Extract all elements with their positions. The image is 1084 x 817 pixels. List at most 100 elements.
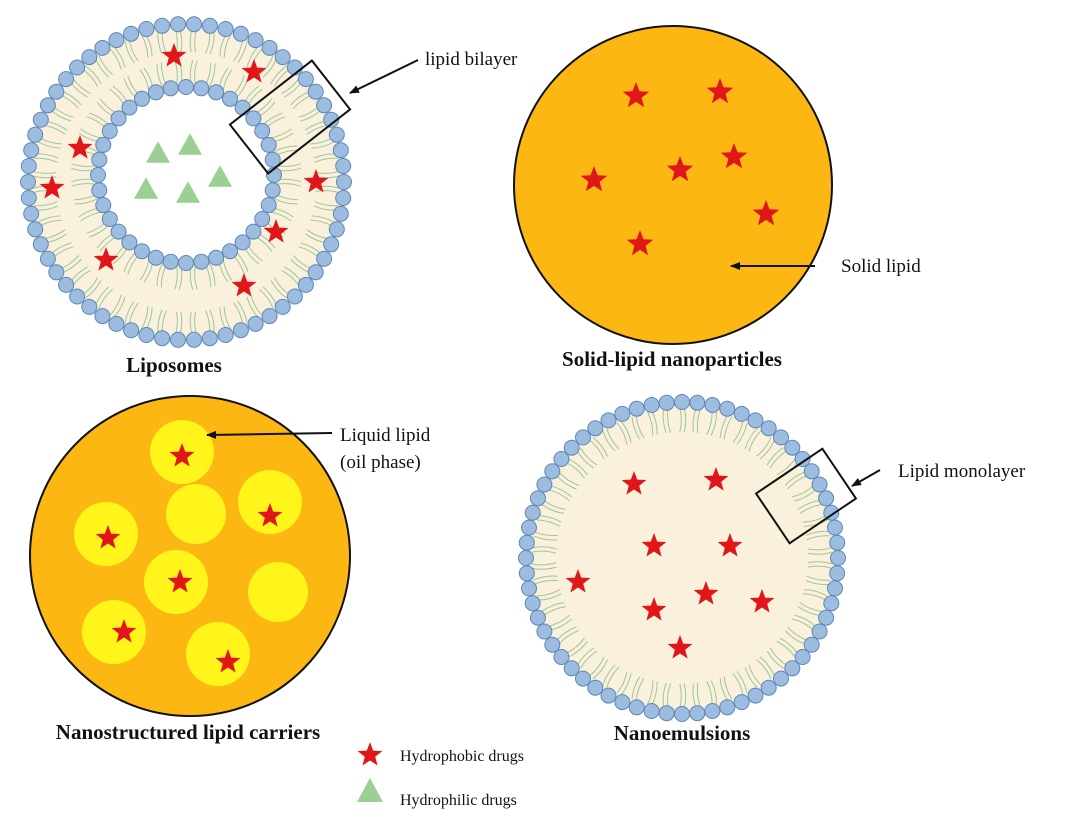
lipid-tail bbox=[84, 280, 102, 299]
lipid-tail bbox=[787, 626, 808, 641]
green-triangle-icon bbox=[176, 181, 200, 203]
lipid-tail bbox=[311, 141, 335, 149]
lipid-head bbox=[39, 97, 56, 114]
lipid-tail bbox=[536, 519, 561, 527]
lipid-tail bbox=[647, 680, 654, 705]
lipid-head bbox=[193, 253, 210, 270]
lipid-tail bbox=[270, 65, 288, 84]
lipid-tail bbox=[794, 489, 816, 502]
lipid-head bbox=[121, 99, 138, 116]
lipid-tail bbox=[616, 671, 628, 694]
lipid-tail bbox=[719, 414, 729, 438]
lipid-tail bbox=[71, 163, 96, 167]
lipid-tail bbox=[109, 294, 122, 317]
liquid-lipid-droplet bbox=[166, 484, 226, 544]
lipid-tail bbox=[616, 422, 628, 445]
lipid-tail bbox=[259, 54, 274, 76]
lipid-head bbox=[154, 330, 171, 347]
lipid-tail bbox=[558, 630, 580, 645]
lipid-head bbox=[518, 550, 534, 566]
nanoemulsion-diagram: Lipid monolayer Nanoemulsions bbox=[518, 394, 1026, 745]
lipid-head bbox=[658, 394, 675, 411]
lipid-tail bbox=[37, 141, 61, 149]
lipid-head bbox=[247, 315, 264, 332]
lipid-head bbox=[719, 699, 736, 716]
lipid-head bbox=[628, 699, 645, 716]
lipid-tail bbox=[696, 682, 701, 708]
lipid-head bbox=[101, 211, 118, 227]
lipid-head bbox=[332, 142, 349, 159]
lipid-head bbox=[138, 327, 155, 343]
lipid-tail bbox=[794, 614, 816, 627]
lipid-head bbox=[222, 90, 238, 107]
lipid-tail bbox=[270, 280, 288, 299]
lipid-head bbox=[234, 234, 251, 251]
green-triangle-icon bbox=[134, 177, 158, 199]
lipid-tail bbox=[679, 407, 682, 433]
sln-caption: Solid-lipid nanoparticles bbox=[562, 347, 782, 371]
lipid-tail bbox=[736, 671, 748, 694]
lipid-monolayer-label: Lipid monolayer bbox=[898, 461, 1026, 482]
lipid-head bbox=[563, 660, 580, 677]
lipid-head bbox=[286, 288, 303, 305]
lipid-tail bbox=[776, 640, 796, 658]
lipid-tail bbox=[568, 458, 588, 476]
lipid-head bbox=[121, 234, 138, 251]
legend: Hydrophobic drugs Hydrophilic drugs bbox=[357, 742, 524, 809]
lipid-head bbox=[614, 405, 631, 422]
lipid-head bbox=[544, 463, 561, 480]
lipid-head bbox=[245, 110, 262, 127]
lipid-head bbox=[829, 534, 846, 551]
lipid-tail bbox=[784, 630, 806, 645]
lipid-head bbox=[521, 580, 537, 597]
lipid-tail bbox=[534, 531, 559, 537]
lipid-head bbox=[81, 298, 98, 315]
lipid-head bbox=[335, 158, 352, 174]
lipid-head bbox=[261, 39, 278, 56]
lipid-head bbox=[614, 694, 631, 711]
lipid-tail bbox=[766, 650, 784, 669]
red-star-icon bbox=[717, 533, 743, 557]
lipid-tail bbox=[576, 647, 595, 666]
lipid-head bbox=[201, 330, 218, 347]
lipid-tail bbox=[589, 439, 605, 460]
lipid-tail bbox=[779, 637, 799, 654]
lipid-head bbox=[95, 136, 112, 153]
lipid-head bbox=[628, 400, 645, 417]
lipid-head bbox=[518, 534, 535, 551]
lipid-head bbox=[827, 580, 843, 597]
green-triangle-icon bbox=[146, 141, 170, 163]
lipid-tail bbox=[556, 475, 577, 490]
hydrophilic-drugs-legend-label: Hydrophilic drugs bbox=[400, 792, 517, 809]
lipid-head bbox=[823, 595, 840, 612]
lipid-head bbox=[23, 142, 40, 159]
lipid-tail bbox=[174, 265, 178, 290]
lipid-tail bbox=[223, 34, 232, 58]
lipid-head bbox=[134, 90, 150, 107]
lipid-tail bbox=[548, 614, 570, 627]
lipid-head bbox=[20, 174, 36, 190]
lipid-tail bbox=[314, 201, 339, 207]
lipid-tail bbox=[787, 475, 808, 490]
lipid-head bbox=[316, 97, 333, 114]
lipid-tail bbox=[273, 197, 298, 205]
lipid-head bbox=[658, 705, 675, 722]
lipid-tail bbox=[579, 650, 598, 669]
lipid-head bbox=[674, 706, 690, 722]
lipid-tail bbox=[250, 294, 263, 317]
lipid-head bbox=[94, 308, 111, 325]
lipid-tail bbox=[156, 262, 164, 287]
hydrophobic-drug-star-icon bbox=[357, 742, 383, 766]
lipid-head bbox=[524, 595, 541, 612]
lipid-head bbox=[297, 276, 314, 293]
lipid-tail bbox=[536, 589, 561, 597]
lipid-head bbox=[829, 565, 846, 582]
lipid-head bbox=[101, 123, 118, 139]
lipid-head bbox=[108, 315, 125, 332]
red-star-icon bbox=[39, 175, 65, 199]
lipid-head bbox=[217, 21, 234, 37]
liquid-lipid-droplet bbox=[248, 562, 308, 622]
lipid-head bbox=[110, 110, 127, 127]
lipid-head bbox=[170, 16, 186, 33]
